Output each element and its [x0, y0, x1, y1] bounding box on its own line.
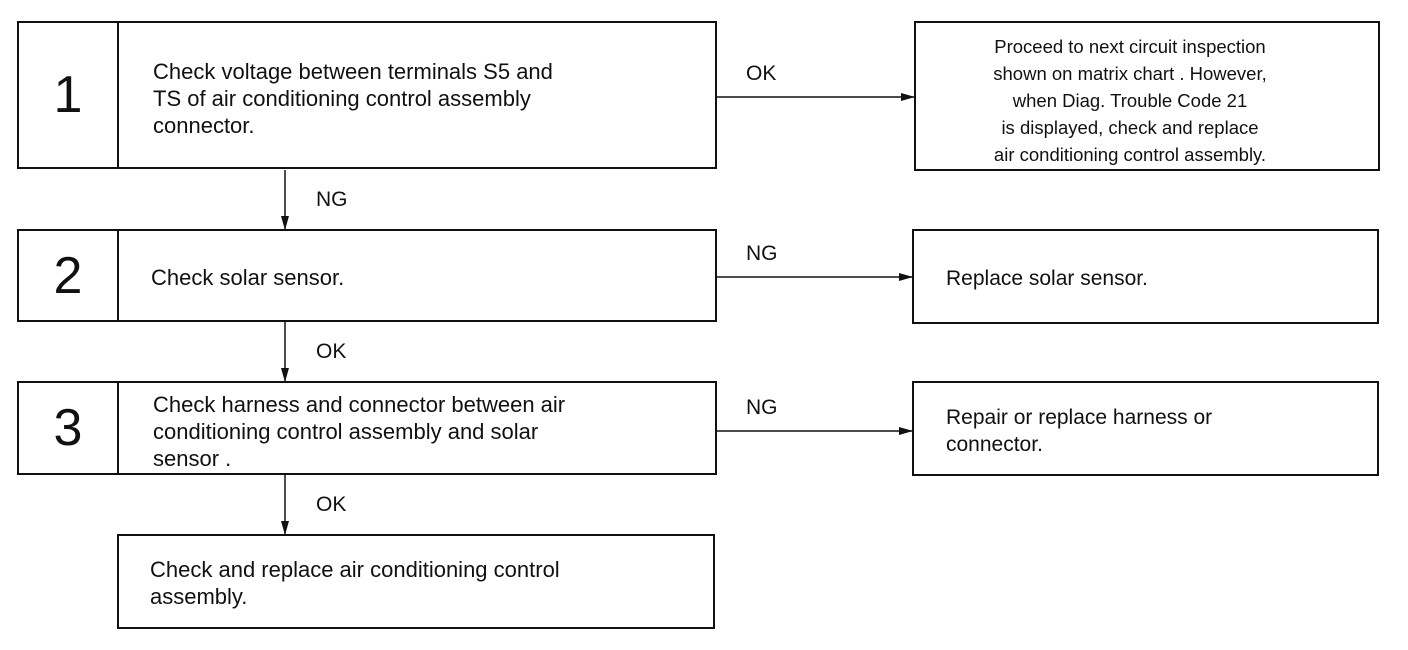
step-3-ng-label: NG: [746, 396, 778, 419]
step-1-ng-label: NG: [316, 188, 348, 211]
step-1-ok-label: OK: [746, 62, 777, 85]
step-2-text: Check solar sensor.: [151, 265, 345, 290]
result-1-text: Proceed to next circuit inspection shown…: [993, 36, 1267, 165]
final-step-text: Check and replace air conditioning contr…: [150, 557, 560, 609]
result-3-box: Repair or replace harness or connector.: [912, 381, 1379, 476]
step-3-number: 3: [19, 383, 119, 473]
step-2-number: 2: [19, 231, 119, 320]
step-3-box: 3 Check harness and connector between ai…: [17, 381, 717, 475]
final-step-box: Check and replace air conditioning contr…: [117, 534, 715, 629]
result-2-box: Replace solar sensor.: [912, 229, 1379, 324]
step-2-ng-label: NG: [746, 242, 778, 265]
result-1-box: Proceed to next circuit inspection shown…: [914, 21, 1380, 171]
step-2-box: 2 Check solar sensor.: [17, 229, 717, 322]
result-2-text: Replace solar sensor.: [946, 267, 1148, 290]
result-3-text: Repair or replace harness or connector.: [946, 406, 1213, 456]
step-1-text: Check voltage between terminals S5 and T…: [153, 59, 553, 138]
step-1-box: 1 Check voltage between terminals S5 and…: [17, 21, 717, 169]
step-3-ok-label: OK: [316, 493, 347, 516]
step-1-number: 1: [19, 23, 119, 167]
step-3-text: Check harness and connector between air …: [153, 392, 566, 471]
step-2-ok-label: OK: [316, 340, 347, 363]
